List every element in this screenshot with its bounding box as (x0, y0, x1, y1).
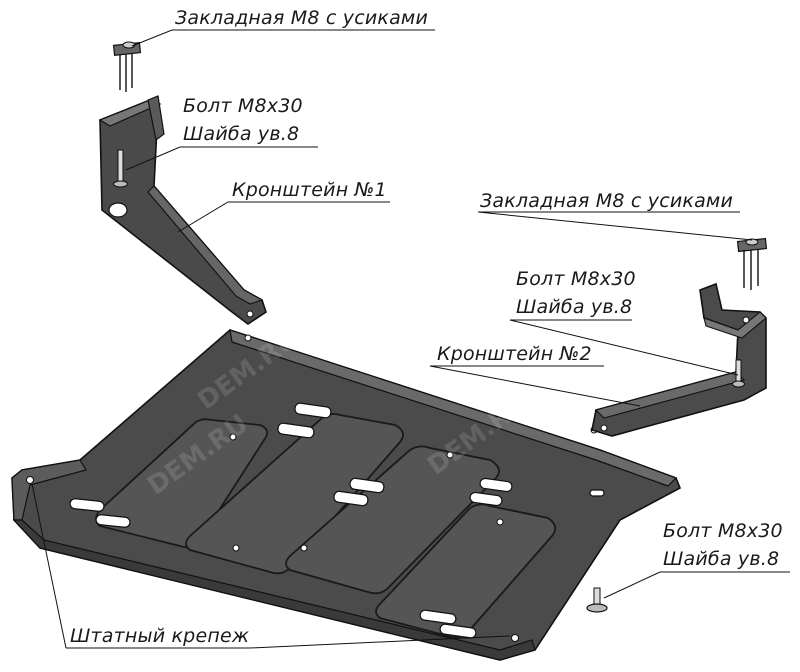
bracket-2-top-face (703, 311, 767, 339)
label-bolt-1-line-1: Болт М8х30 (183, 95, 303, 117)
plate-slots (69, 402, 605, 639)
bracket-1-arm-face (147, 185, 264, 305)
bracket-1 (98, 95, 267, 325)
bolt-icon (586, 587, 608, 613)
label-insert-right: Закладная М8 с усиками (480, 190, 734, 212)
bracket-1-end-hole (246, 310, 254, 318)
label-bolt-2-line-2: Шайба ув.8 (516, 296, 633, 318)
skid-plate-bottom-edge (12, 519, 536, 661)
skid-plate (11, 329, 682, 661)
bracket-2-hole (742, 316, 750, 324)
bracket-2 (591, 282, 767, 437)
bracket-2-arm-face (594, 371, 746, 419)
label-bolt-3-line-1: Болт М8х30 (663, 520, 783, 542)
label-bracket-1: Кронштейн №1 (232, 179, 387, 201)
label-insert-top: Закладная М8 с усиками (175, 7, 429, 29)
bracket-1-top-face (98, 99, 162, 127)
stiffener-ribs (95, 413, 557, 639)
bracket-1-tab (147, 95, 165, 142)
label-bracket-2: Кронштейн №2 (437, 343, 592, 365)
label-bolt-3-line-2: Шайба ув.8 (663, 548, 780, 570)
label-bolt-1-line-2: Шайба ув.8 (183, 123, 300, 145)
bolt-icon (732, 359, 745, 388)
leader-lines (31, 29, 790, 649)
insert-nut-icon (112, 41, 142, 92)
label-standard-mount: Штатный крепеж (70, 625, 250, 647)
bracket-2-end-hole (600, 424, 608, 432)
skid-plate-top-flange (229, 329, 678, 487)
insert-nut-icon (736, 237, 768, 290)
label-bolt-2-line-1: Болт М8х30 (516, 268, 636, 290)
bracket-1-hole (108, 202, 128, 218)
bolt-icon (113, 149, 128, 188)
